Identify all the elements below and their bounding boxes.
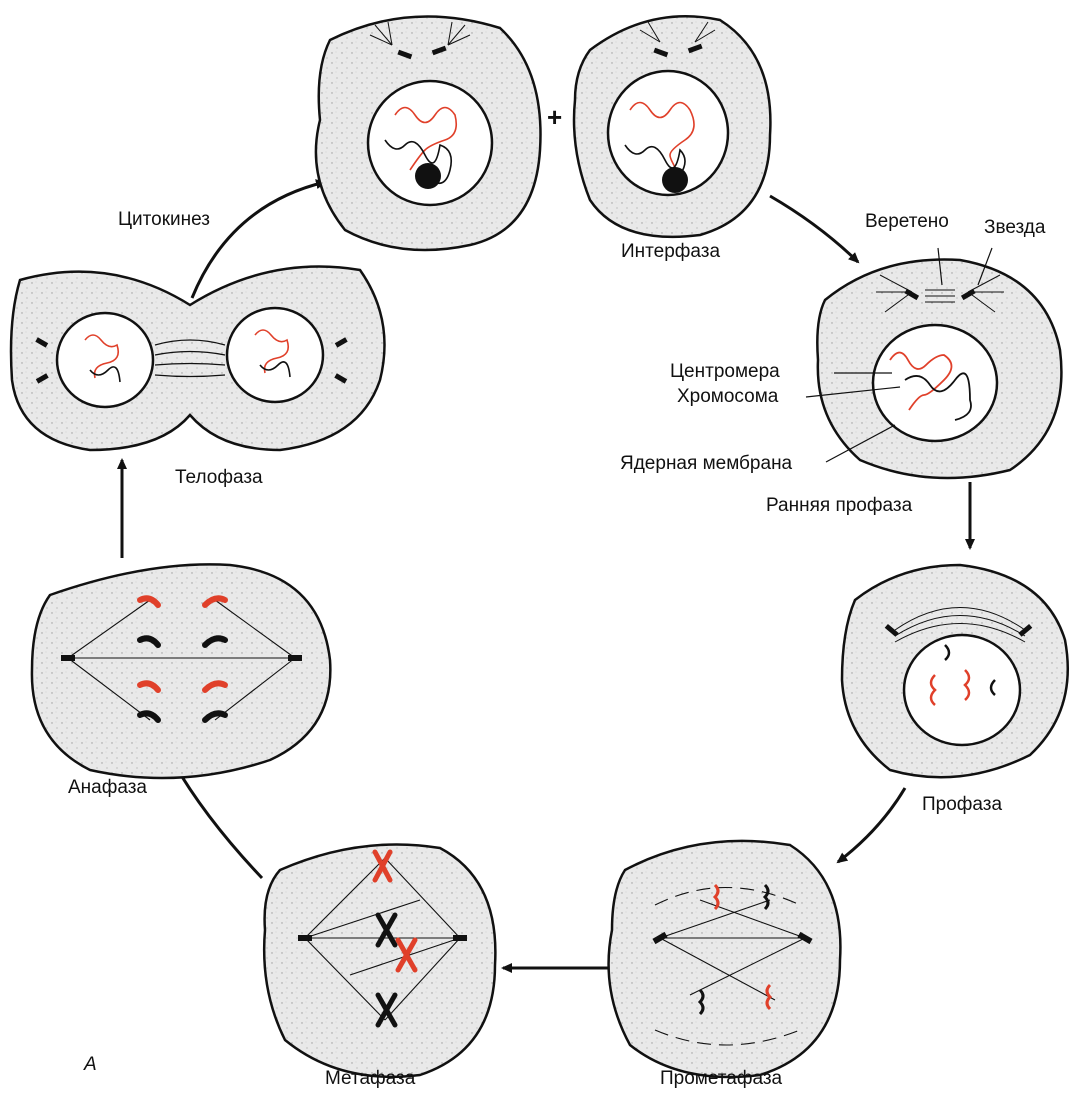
label-nuclear-membrane: Ядерная мембрана (620, 454, 792, 473)
telophase-cell (11, 267, 385, 450)
label-interphase: Интерфаза (621, 242, 720, 261)
label-aster: Звезда (984, 218, 1045, 237)
interphase-cell-left (316, 16, 541, 250)
metaphase-cell (264, 844, 495, 1076)
label-prometaphase: Прометафаза (660, 1069, 782, 1088)
label-spindle: Веретено (865, 212, 949, 231)
label-telophase: Телофаза (175, 468, 263, 487)
label-anaphase: Анафаза (68, 778, 147, 797)
label-early-prophase: Ранняя профаза (766, 496, 912, 515)
prophase-cell (842, 565, 1068, 777)
label-panel-letter: А (84, 1055, 97, 1074)
anaphase-cell (32, 564, 330, 778)
label-metaphase: Метафаза (325, 1069, 415, 1088)
label-cytokinesis: Цитокинез (118, 210, 210, 229)
arrow-interphase-to-early-prophase (770, 196, 858, 262)
early-prophase-cell (817, 260, 1061, 479)
arrow-prophase-to-prometaphase (838, 788, 905, 862)
interphase-cell-right (574, 16, 770, 237)
label-centromere: Центромера (670, 362, 780, 381)
plus-sign: + (547, 104, 562, 130)
prometaphase-cell (609, 841, 841, 1077)
label-chromosome: Хромосома (677, 387, 778, 406)
label-prophase: Профаза (922, 795, 1002, 814)
